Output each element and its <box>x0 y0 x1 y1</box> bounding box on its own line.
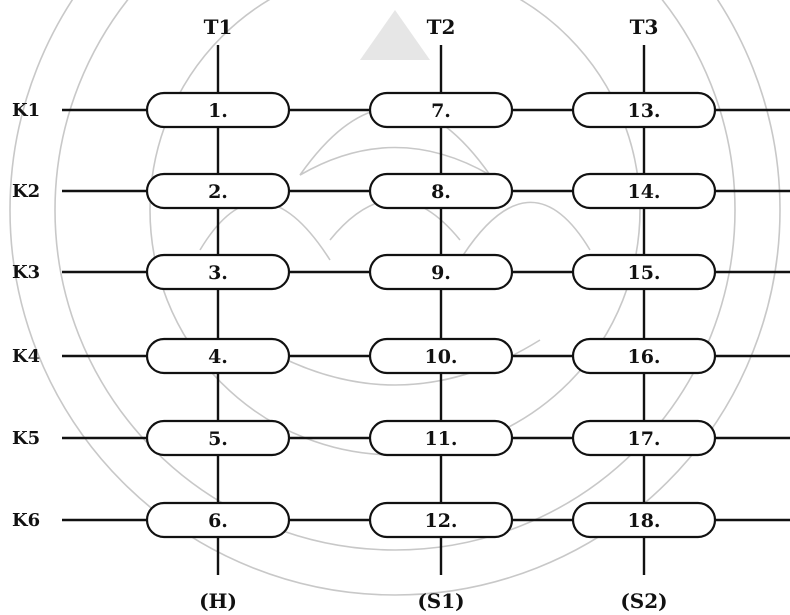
column-header: T2 <box>427 15 456 39</box>
column-header: T1 <box>204 15 233 39</box>
cell-label: 5. <box>208 428 228 450</box>
cell: 6. <box>145 501 291 539</box>
cell-box <box>368 419 514 457</box>
cell-box <box>571 501 717 539</box>
column-footer: (H) <box>199 589 237 613</box>
row-label: K4 <box>12 346 40 367</box>
cell: 8. <box>368 172 514 210</box>
cell: 12. <box>368 501 514 539</box>
cell: 16. <box>571 337 717 375</box>
cell-box <box>145 253 291 291</box>
cell-box <box>145 501 291 539</box>
cell-label: 4. <box>208 346 228 368</box>
cell: 13. <box>571 91 717 129</box>
cell-label: 15. <box>627 262 660 284</box>
cell: 18. <box>571 501 717 539</box>
cell: 14. <box>571 172 717 210</box>
row-label: K3 <box>12 262 40 283</box>
cell-label: 18. <box>627 510 660 532</box>
cell-box <box>368 501 514 539</box>
cell-label: 13. <box>627 100 660 122</box>
cell-box <box>571 419 717 457</box>
row-label: K2 <box>12 181 40 202</box>
cell-box <box>571 337 717 375</box>
cell: 11. <box>368 419 514 457</box>
cell-box <box>145 172 291 210</box>
cell-label: 9. <box>431 262 451 284</box>
cell-box <box>145 91 291 129</box>
column-header: T3 <box>630 15 659 39</box>
row-label: K1 <box>12 100 40 121</box>
cell-label: 17. <box>627 428 660 450</box>
cell-box <box>571 253 717 291</box>
cell: 10. <box>368 337 514 375</box>
cell: 3. <box>145 253 291 291</box>
cell-label: 2. <box>208 181 228 203</box>
cell: 7. <box>368 91 514 129</box>
cell-label: 12. <box>424 510 457 532</box>
cell-label: 11. <box>424 428 457 450</box>
cell: 9. <box>368 253 514 291</box>
cell-label: 1. <box>208 100 228 122</box>
cell-box <box>571 91 717 129</box>
row-label: K5 <box>12 428 40 449</box>
cell-label: 7. <box>431 100 451 122</box>
cell: 1. <box>145 91 291 129</box>
cell-box <box>145 337 291 375</box>
cell: 2. <box>145 172 291 210</box>
cell-label: 16. <box>627 346 660 368</box>
column-footer: (S1) <box>417 589 464 613</box>
cell: 4. <box>145 337 291 375</box>
cell-label: 3. <box>208 262 228 284</box>
cell: 17. <box>571 419 717 457</box>
cell-box <box>145 419 291 457</box>
cell-box <box>368 172 514 210</box>
cell: 15. <box>571 253 717 291</box>
cell-box <box>368 91 514 129</box>
row-label: K6 <box>12 510 40 531</box>
cell-label: 6. <box>208 510 228 532</box>
cell-box <box>368 253 514 291</box>
cell-label: 8. <box>431 181 451 203</box>
cell-box <box>368 337 514 375</box>
cell-label: 10. <box>424 346 457 368</box>
column-footer: (S2) <box>620 589 667 613</box>
cell-box <box>571 172 717 210</box>
cell-label: 14. <box>627 181 660 203</box>
cell: 5. <box>145 419 291 457</box>
grid-cells: 1. 7. 13. 2. 8. 14. 3. 9. 15. 4. 10. 16. 5. 11. 17. 6. 1… <box>145 91 717 539</box>
